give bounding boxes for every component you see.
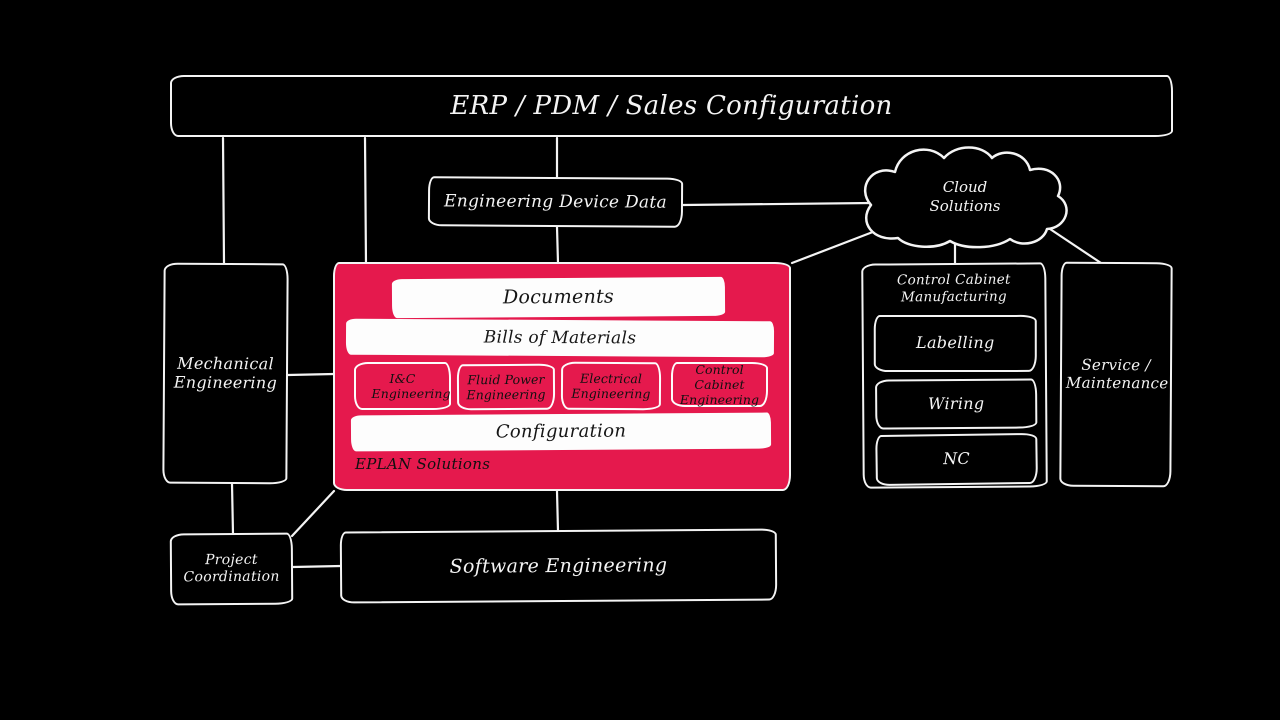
project-coordination-box: Project Coordination: [169, 532, 294, 606]
connector-line: [286, 372, 336, 377]
erp-pdm-sales-configuration-label: ERP / PDM / Sales Configuration: [450, 90, 893, 121]
engineering-device-data-label: Engineering Device Data: [443, 191, 668, 213]
bills-of-materials-label: Bills of Materials: [483, 327, 637, 349]
connector-line: [290, 489, 336, 538]
software-engineering-box: Software Engineering: [339, 528, 778, 604]
engineering-device-data-box: Engineering Device Data: [427, 176, 684, 228]
configuration-label: Configuration: [495, 420, 627, 443]
eplan-solutions-box: Documents Bills of Materials I&C Enginee…: [333, 262, 791, 491]
nc-box: NC: [875, 432, 1038, 487]
nc-label: NC: [943, 448, 971, 469]
documents-label: Documents: [502, 285, 615, 309]
connector-line: [790, 228, 880, 265]
service-maintenance-box: Service / Maintenance: [1059, 261, 1173, 488]
project-coordination-label: Project Coordination: [183, 552, 280, 586]
fluid-power-engineering-box: Fluid Power Engineering: [456, 363, 556, 411]
fluid-power-engineering-label: Fluid Power Engineering: [466, 371, 546, 403]
wiring-label: Wiring: [927, 393, 985, 413]
connector-line: [681, 201, 874, 207]
cloud-solutions-label: Cloud Solutions: [929, 178, 1001, 215]
control-cabinet-engineering-label: Control Cabinet Engineering: [679, 362, 760, 407]
erp-pdm-sales-configuration-box: ERP / PDM / Sales Configuration: [170, 75, 1173, 137]
ic-engineering-box: I&C Engineering: [354, 362, 451, 410]
connector-line: [230, 482, 235, 536]
connector-line: [291, 564, 343, 569]
eplan-solutions-label: EPLAN Solutions: [355, 455, 491, 473]
connector-line: [363, 136, 368, 268]
documents-box: Documents: [391, 276, 726, 319]
service-maintenance-label: Service / Maintenance: [1065, 355, 1169, 392]
labelling-label: Labelling: [916, 333, 995, 353]
connector-line: [555, 225, 560, 265]
control-cabinet-manufacturing-box: Control Cabinet Manufacturing Labelling …: [861, 262, 1048, 489]
mechanical-engineering-label: Mechanical Engineering: [173, 353, 278, 392]
connector-line: [221, 136, 226, 265]
bills-of-materials-box: Bills of Materials: [345, 318, 775, 358]
connectors: [221, 136, 1103, 569]
electrical-engineering-box: Electrical Engineering: [560, 361, 662, 411]
connector-line: [1048, 227, 1103, 265]
configuration-box: Configuration: [350, 412, 772, 452]
connector-line: [555, 489, 560, 533]
wiring-box: Wiring: [875, 378, 1038, 430]
control-cabinet-engineering-box: Control Cabinet Engineering: [671, 362, 768, 407]
control-cabinet-manufacturing-label: Control Cabinet Manufacturing: [896, 271, 1011, 306]
ic-engineering-label: I&C Engineering: [371, 371, 451, 401]
cloud-icon: [864, 146, 1068, 249]
software-engineering-label: Software Engineering: [449, 554, 668, 578]
mechanical-engineering-box: Mechanical Engineering: [162, 262, 289, 485]
labelling-box: Labelling: [873, 314, 1037, 373]
electrical-engineering-label: Electrical Engineering: [571, 370, 651, 402]
